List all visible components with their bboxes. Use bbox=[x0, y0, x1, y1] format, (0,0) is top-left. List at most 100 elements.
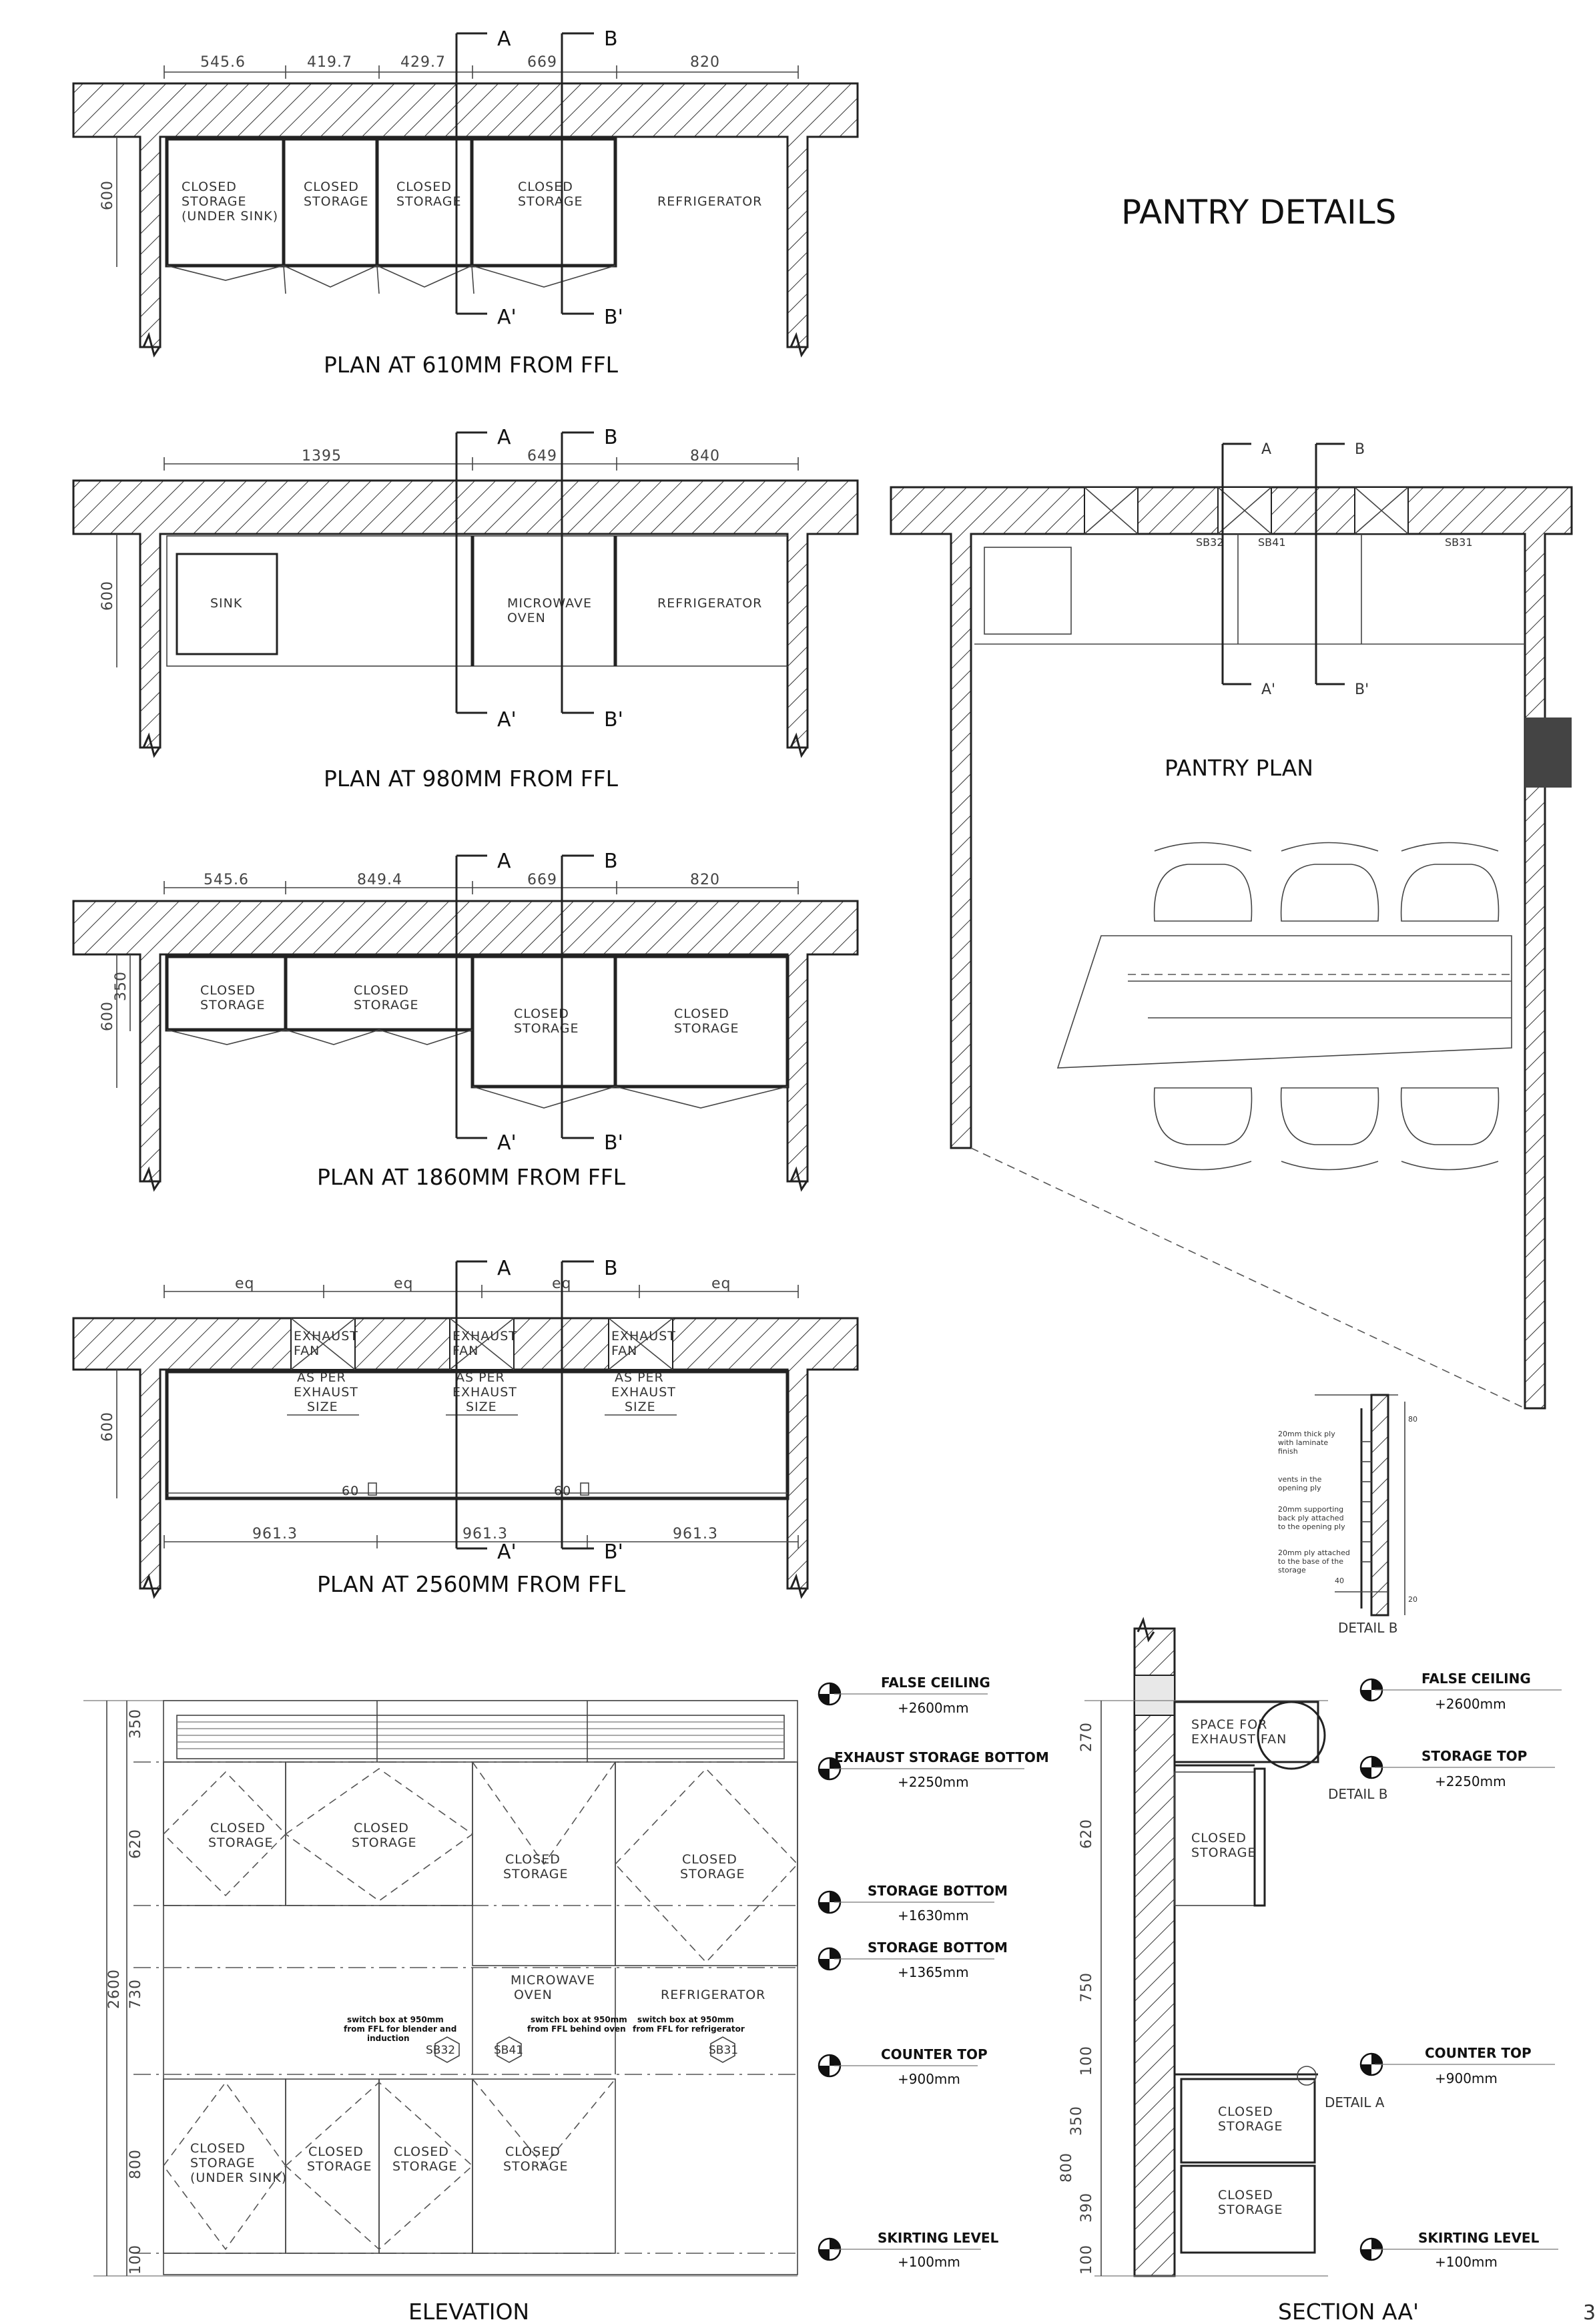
cabinet-label: CLOSED bbox=[304, 180, 359, 194]
sixty-label: 60 bbox=[342, 1484, 359, 1498]
dim-label: eq bbox=[394, 1275, 414, 1292]
section-mark: A bbox=[497, 1257, 511, 1280]
section-dim: 750 bbox=[1078, 1972, 1095, 2002]
elev-label: STORAGE bbox=[352, 1835, 416, 1850]
dim-label: 669 bbox=[527, 54, 557, 71]
switch-note: switch box at 950mm bbox=[347, 2015, 444, 2024]
elev-label: CLOSED bbox=[505, 1852, 561, 1867]
section-mark: B' bbox=[1355, 681, 1369, 698]
fan-label: FAN bbox=[611, 1344, 637, 1358]
pantry-plan: SB32 SB41 SB31 A B A' B' PANTRY PLAN bbox=[890, 441, 1573, 1410]
cabinet-label: STORAGE bbox=[396, 194, 461, 209]
plan-2560: eq eq eq eq EXHAUST FAN EXHAUST FAN EXHA… bbox=[72, 1257, 859, 1599]
cabinet-label: CLOSED bbox=[674, 1006, 729, 1021]
pantry-plan-caption: PANTRY PLAN bbox=[1165, 755, 1313, 781]
section-mark: B' bbox=[604, 1540, 623, 1564]
depth-label: 600 bbox=[99, 1412, 116, 1442]
section-mark: A' bbox=[497, 708, 517, 732]
depth-label: 600 bbox=[99, 581, 116, 611]
detail-note: finish bbox=[1278, 1447, 1298, 1456]
switch-note: from FFL for blender and bbox=[344, 2024, 456, 2034]
dim-label: 961.3 bbox=[462, 1526, 508, 1542]
level-value: +2600mm bbox=[898, 1700, 969, 1716]
elev-label: STORAGE bbox=[503, 2159, 568, 2174]
level-value: +100mm bbox=[898, 2254, 960, 2270]
elev-dim: 730 bbox=[127, 1979, 144, 2009]
section-mark: B bbox=[604, 27, 618, 51]
page-number: 3 bbox=[1583, 2301, 1595, 2324]
section-mark: A' bbox=[497, 1540, 517, 1564]
plan-label: MICROWAVE bbox=[507, 596, 592, 611]
elev-dim: 620 bbox=[127, 1829, 144, 1859]
elev-label: STORAGE bbox=[392, 2159, 457, 2174]
switch-note: switch box at 950mm bbox=[531, 2015, 627, 2024]
elev-label: REFRIGERATOR bbox=[661, 1988, 765, 2002]
detail-note: to the opening ply bbox=[1278, 1522, 1345, 1531]
dim-label: 961.3 bbox=[252, 1526, 298, 1542]
switch-box-tag: SB32 bbox=[426, 2044, 455, 2057]
section-mark: B bbox=[1355, 441, 1365, 458]
dim-label: eq bbox=[711, 1275, 731, 1292]
size-label: EXHAUST bbox=[452, 1385, 517, 1400]
section-dim: 800 bbox=[1058, 2152, 1075, 2183]
elevation-caption: ELEVATION bbox=[408, 2299, 529, 2324]
cabinet-label: CLOSED bbox=[396, 180, 452, 194]
size-label: SIZE bbox=[625, 1400, 656, 1414]
dim-label: 1395 bbox=[302, 448, 342, 465]
section-mark: A bbox=[1261, 441, 1271, 458]
switch-box-tag: SB31 bbox=[1445, 536, 1473, 549]
cabinet-label: CLOSED bbox=[518, 180, 573, 194]
detail-note: vents in the bbox=[1278, 1475, 1322, 1484]
dim-label: 429.7 bbox=[400, 54, 446, 71]
size-label: AS PER bbox=[456, 1370, 505, 1385]
level-name: FALSE CEILING bbox=[1421, 1671, 1531, 1687]
plan-label: REFRIGERATOR bbox=[657, 596, 762, 611]
switch-note: from FFL for refrigerator bbox=[633, 2024, 745, 2034]
section-mark: A bbox=[497, 850, 511, 873]
elev-label: CLOSED bbox=[354, 1821, 409, 1835]
elev-label: CLOSED bbox=[308, 2144, 364, 2159]
cabinet-label: STORAGE bbox=[354, 998, 418, 1012]
switch-note: from FFL behind oven bbox=[527, 2024, 626, 2034]
detail-callout: DETAIL A bbox=[1325, 2094, 1385, 2110]
section-label: CLOSED bbox=[1218, 2188, 1273, 2203]
section-aa: SPACE FOR EXHAUST FAN CLOSED STORAGE CLO… bbox=[1058, 1617, 1562, 2324]
elev-label: CLOSED bbox=[190, 2141, 246, 2156]
detail-note: 20mm supporting bbox=[1278, 1505, 1343, 1514]
section-mark: B' bbox=[604, 1131, 623, 1155]
switch-box-tag: SB32 bbox=[1196, 536, 1224, 549]
fan-label: EXHAUST bbox=[452, 1329, 517, 1344]
section-label: EXHAUST FAN bbox=[1191, 1732, 1287, 1747]
elev-dim: 100 bbox=[127, 2245, 144, 2275]
fan-label: EXHAUST bbox=[611, 1329, 676, 1344]
section-dim: 100 bbox=[1078, 2046, 1095, 2076]
dim-label: 849.4 bbox=[357, 872, 402, 888]
section-label: CLOSED bbox=[1218, 2104, 1273, 2119]
plan-caption: PLAN AT 610MM FROM FFL bbox=[324, 352, 619, 378]
section-dim: 350 bbox=[1068, 2106, 1085, 2136]
dim-label: 545.6 bbox=[200, 54, 246, 71]
section-mark: B bbox=[604, 850, 618, 873]
cabinet-label: CLOSED bbox=[182, 180, 237, 194]
level-value: +2600mm bbox=[1435, 1696, 1506, 1712]
plan-610: 545.6 419.7 429.7 669 820 600 CLOSED STO… bbox=[72, 27, 859, 378]
plan-caption: PLAN AT 1860MM FROM FFL bbox=[317, 1164, 626, 1190]
section-dim: 620 bbox=[1078, 1819, 1095, 1849]
dim-label: 20 bbox=[1408, 1595, 1417, 1604]
section-label: STORAGE bbox=[1191, 1845, 1256, 1860]
depth-label: 600 bbox=[99, 1001, 116, 1031]
elev-label: STORAGE bbox=[307, 2159, 372, 2174]
switch-note: induction bbox=[367, 2034, 410, 2043]
cabinet-label: STORAGE bbox=[518, 194, 583, 209]
detail-note: back ply attached bbox=[1278, 1514, 1344, 1522]
cabinet-label: STORAGE bbox=[514, 1021, 579, 1036]
elev-label: CLOSED bbox=[682, 1852, 737, 1867]
elev-label: MICROWAVE bbox=[511, 1973, 595, 1988]
section-label: CLOSED bbox=[1191, 1831, 1247, 1845]
cabinet-label: CLOSED bbox=[200, 983, 256, 998]
elev-label: CLOSED bbox=[210, 1821, 266, 1835]
section-dim: 390 bbox=[1078, 2193, 1095, 2223]
section-caption: SECTION AA' bbox=[1278, 2299, 1419, 2324]
fan-label: EXHAUST bbox=[294, 1329, 358, 1344]
